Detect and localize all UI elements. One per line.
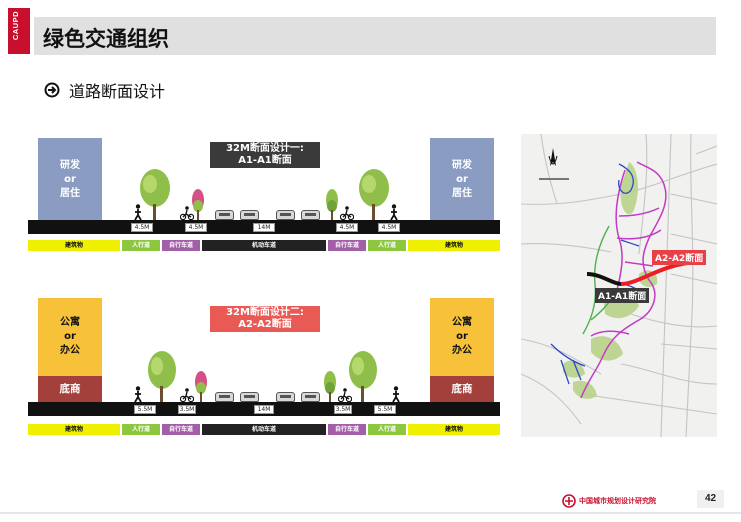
width-label: 14M (253, 223, 275, 232)
width-label: 5.5M (134, 405, 156, 414)
section-subtitle: 道路断面设计 (69, 82, 166, 101)
cross-section-2: 公寓 or 办公 底商 公寓 or 办公 底商 5.5M 3.5M 14M (28, 298, 500, 435)
tree-icon (140, 169, 170, 222)
function-sidewalk: 人行道 (368, 240, 406, 251)
function-bike-lane: 自行车道 (162, 424, 200, 435)
subtitle-row: 道路断面设计 (44, 78, 165, 102)
cyclist-icon (340, 206, 354, 220)
cross-section-1: 研发 or 居住 研发 or 居住 4.5M 4.5M 14M 4.5M 4.5… (28, 138, 500, 251)
function-sidewalk: 人行道 (368, 424, 406, 435)
car-icon (215, 210, 234, 220)
function-building: 建筑物 (28, 424, 120, 435)
side-tag-text: CAUPD (11, 11, 20, 41)
page-title: 绿色交通组织 (43, 27, 169, 51)
north-arrow-icon (548, 148, 558, 166)
small-tree-icon (326, 189, 338, 222)
function-bike-lane: 自行车道 (162, 240, 200, 251)
width-label: 14M (254, 405, 274, 414)
left-building: 公寓 or 办公 底商 (38, 298, 102, 402)
section-1-callout: 32M断面设计一: A1-A1断面 (210, 142, 320, 168)
map-label-a1: A1-A1断面 (595, 288, 650, 303)
function-building: 建筑物 (408, 424, 500, 435)
car-icon (276, 210, 295, 220)
width-label: 4.5M (185, 223, 207, 232)
caupd-logo-icon (562, 494, 576, 508)
cyclist-icon (180, 388, 194, 402)
left-building: 研发 or 居住 (38, 138, 102, 220)
footer-divider (0, 512, 741, 514)
function-motorway: 机动车道 (202, 240, 326, 251)
cyclist-icon (180, 206, 194, 220)
width-label: 4.5M (131, 223, 153, 232)
caupd-side-tag: CAUPD (8, 8, 30, 54)
car-icon (301, 210, 320, 220)
width-label: 5.5M (374, 405, 396, 414)
small-tree-icon (195, 371, 207, 404)
section-2-callout: 32M断面设计二: A2-A2断面 (210, 306, 320, 332)
function-sidewalk: 人行道 (122, 424, 160, 435)
footer-org: 中国城市规划设计研究院 (579, 497, 656, 505)
small-tree-icon (192, 189, 204, 222)
arrow-circle-icon (44, 82, 60, 98)
site-map: A2-A2断面 A1-A1断面 (521, 134, 717, 437)
width-label: 4.5M (378, 223, 400, 232)
pedestrian-icon (390, 204, 398, 220)
car-icon (301, 392, 320, 402)
page-number: 42 (697, 490, 724, 508)
tree-icon (148, 351, 176, 404)
pedestrian-icon (134, 204, 142, 220)
car-icon (240, 392, 259, 402)
right-building: 公寓 or 办公 底商 (430, 298, 494, 402)
function-bike-lane: 自行车道 (328, 424, 366, 435)
footer-logo: 中国城市规划设计研究院 (562, 494, 656, 508)
function-bike-lane: 自行车道 (328, 240, 366, 251)
car-icon (276, 392, 295, 402)
car-icon (240, 210, 259, 220)
tree-icon (349, 351, 377, 404)
width-label: 4.5M (336, 223, 358, 232)
function-motorway: 机动车道 (202, 424, 326, 435)
width-label: 3.5M (334, 405, 352, 414)
function-building: 建筑物 (408, 240, 500, 251)
a1-section-line (586, 272, 622, 286)
width-label: 3.5M (178, 405, 196, 414)
tree-icon (359, 169, 389, 222)
right-shop-base: 底商 (430, 376, 494, 402)
pedestrian-icon (392, 386, 400, 402)
pedestrian-icon (134, 386, 142, 402)
right-building: 研发 or 居住 (430, 138, 494, 220)
function-sidewalk: 人行道 (122, 240, 160, 251)
left-shop-base: 底商 (38, 376, 102, 402)
map-label-a2: A2-A2断面 (652, 250, 707, 265)
small-tree-icon (324, 371, 336, 404)
function-building: 建筑物 (28, 240, 120, 251)
car-icon (215, 392, 234, 402)
cyclist-icon (338, 388, 352, 402)
title-band: 绿色交通组织 (34, 17, 716, 55)
